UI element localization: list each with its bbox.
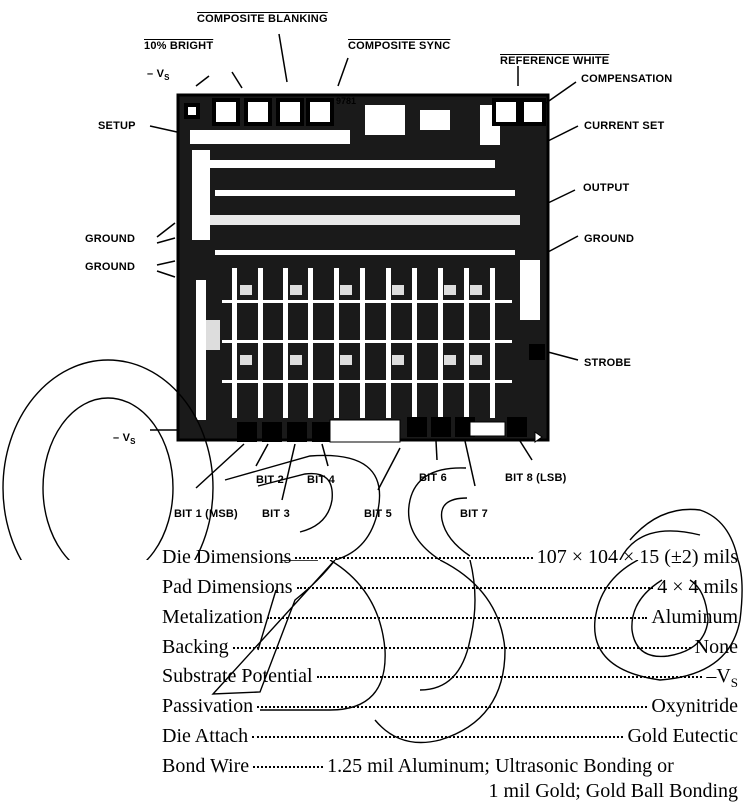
spec-label: Metalization	[162, 606, 264, 628]
bottom-bond-pads	[237, 344, 545, 442]
spec-value: –VS	[706, 665, 738, 690]
label-bit-3: BIT 3	[262, 508, 290, 520]
spec-label: Die Dimensions	[162, 546, 292, 568]
label-compensation: COMPENSATION	[581, 73, 673, 85]
spec-row-bond-wire: Bond Wire 1.25 mil Aluminum; Ultrasonic B…	[162, 755, 738, 779]
leader-lines	[149, 33, 579, 501]
label-setup: SETUP	[98, 120, 136, 132]
spec-value: Gold Eutectic	[627, 725, 738, 747]
top-bond-pads	[184, 98, 546, 126]
spec-row-metalization: Metalization Aluminum	[162, 606, 738, 630]
label-bit-2: BIT 2	[256, 474, 284, 486]
spec-label: Substrate Potential	[162, 665, 313, 687]
label-10-percent-bright: 10% BRIGHT	[144, 40, 214, 52]
spec-row-substrate-potential: Substrate Potential –VS	[162, 665, 738, 690]
spec-label: Die Attach	[162, 725, 249, 747]
label-output: OUTPUT	[583, 182, 630, 194]
label-neg-vs-top: – VS	[147, 68, 170, 83]
die-photo: 9781	[2, 33, 739, 560]
spec-value: 4 × 4 mils	[657, 576, 738, 598]
label-reference-white: REFERENCE WHITE	[500, 55, 610, 67]
label-bit-4: BIT 4	[307, 474, 335, 486]
label-strobe: STROBE	[584, 357, 632, 369]
label-bit-1: BIT 1 (MSB)	[174, 508, 238, 520]
spec-value: 1.25 mil Aluminum; Ultrasonic Bonding or	[327, 755, 674, 777]
label-ground-left-1: GROUND	[85, 233, 136, 245]
label-ground-right: GROUND	[584, 233, 635, 245]
label-composite-sync: COMPOSITE SYNC	[348, 40, 451, 52]
spec-label: Pad Dimensions	[162, 576, 293, 598]
spec-row-die-dimensions: Die Dimensions 107 × 104 × 15 (±2) mils	[162, 546, 738, 570]
label-neg-vs-bottom: – VS	[113, 432, 136, 447]
part-number-mark: 9781	[336, 96, 356, 106]
spec-value: None	[694, 636, 738, 658]
label-composite-blanking: COMPOSITE BLANKING	[197, 13, 328, 25]
label-bit-6: BIT 6	[419, 472, 447, 484]
spec-value: Oxynitride	[651, 695, 738, 717]
spec-row-pad-dimensions: Pad Dimensions 4 × 4 mils	[162, 576, 738, 600]
die-body	[176, 93, 550, 442]
spec-label: Bond Wire	[162, 755, 250, 777]
spec-row-passivation: Passivation Oxynitride	[162, 695, 738, 719]
label-ground-left-2: GROUND	[85, 261, 136, 273]
label-current-set: CURRENT SET	[584, 120, 665, 132]
spec-label: Backing	[162, 636, 229, 658]
label-bit-8: BIT 8 (LSB)	[505, 472, 567, 484]
spec-row-die-attach: Die Attach Gold Eutectic	[162, 725, 738, 749]
spec-bond-wire-continuation: 1 mil Gold; Gold Ball Bonding	[488, 780, 738, 802]
spec-row-backing: Backing None	[162, 636, 738, 660]
label-bit-5: BIT 5	[364, 508, 392, 520]
watermark-letters	[2, 359, 739, 560]
spec-label: Passivation	[162, 695, 254, 717]
spec-value: Aluminum	[651, 606, 738, 628]
label-bit-7: BIT 7	[460, 508, 488, 520]
spec-value: 107 × 104 × 15 (±2) mils	[536, 546, 738, 568]
